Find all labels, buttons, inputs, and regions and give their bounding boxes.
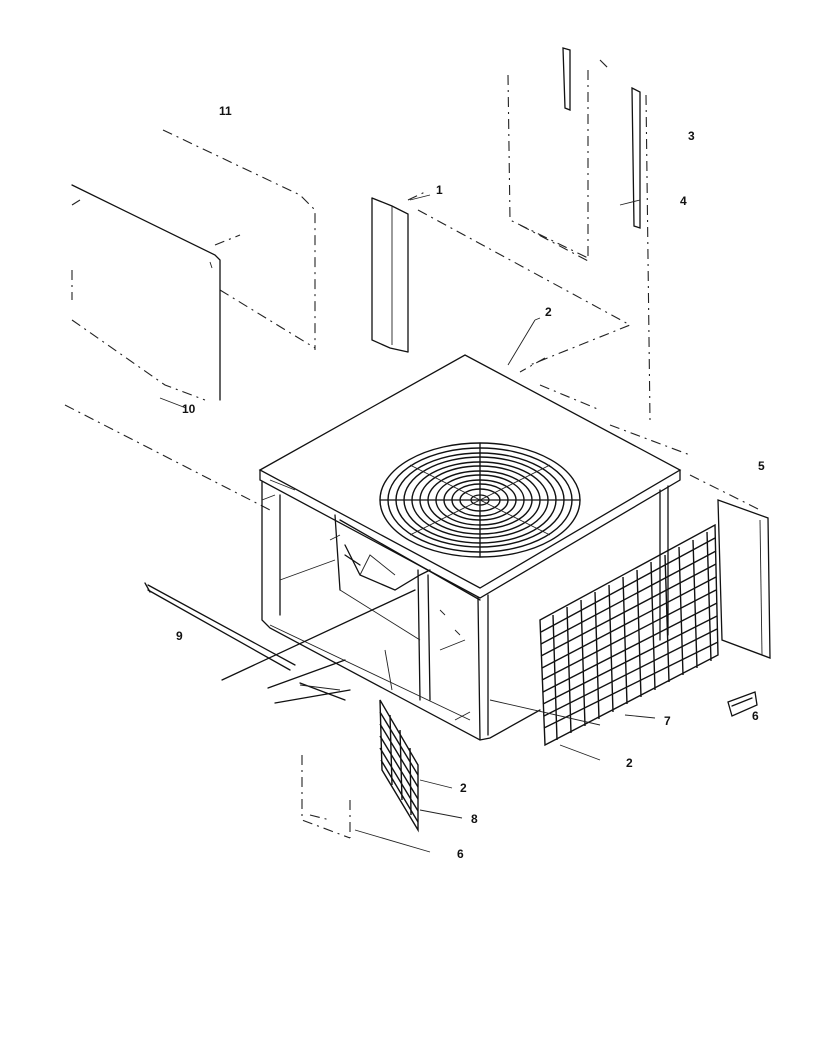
alignment-lines	[64, 209, 691, 511]
base-rail-9	[144, 582, 296, 671]
callout-6-right: 6	[752, 709, 759, 723]
corner-post-1	[371, 191, 426, 353]
leader-lines	[159, 194, 656, 853]
coil-guard-7	[539, 523, 719, 747]
callout-8: 8	[471, 812, 478, 826]
callout-10: 10	[182, 402, 196, 416]
callout-1: 1	[436, 183, 443, 197]
side-strip-4	[631, 86, 651, 421]
side-panel-10	[71, 184, 221, 401]
construction-lines	[221, 589, 416, 704]
callout-2-bottom: 2	[460, 781, 467, 795]
control-panel-5	[689, 474, 771, 659]
cabinet-body	[261, 479, 669, 741]
callout-9: 9	[176, 629, 183, 643]
callout-5: 5	[758, 459, 765, 473]
callout-2-top: 2	[545, 305, 552, 319]
rear-panel-3	[507, 47, 611, 263]
coil-guard-8	[379, 699, 419, 833]
callout-11: 11	[219, 104, 232, 118]
bottom-panel-6	[301, 755, 351, 839]
fan-guard-grille	[379, 442, 581, 558]
access-plate-6	[727, 691, 758, 717]
callout-2-right: 2	[626, 756, 633, 770]
callout-4: 4	[680, 194, 687, 208]
callout-7: 7	[664, 714, 671, 728]
callout-6-bottom: 6	[457, 847, 464, 861]
callout-3: 3	[688, 129, 695, 143]
top-cover	[258, 354, 682, 599]
side-panel-11	[162, 129, 316, 350]
